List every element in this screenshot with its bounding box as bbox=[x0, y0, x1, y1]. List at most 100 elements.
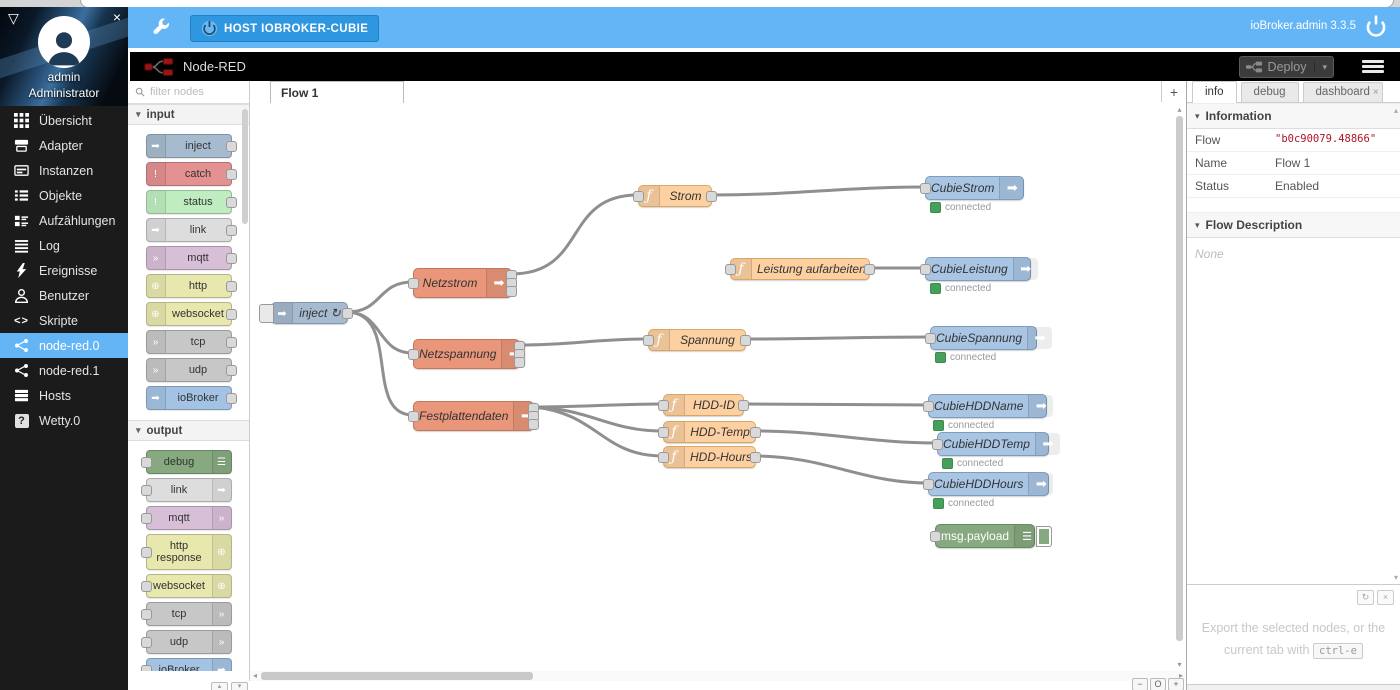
output-port[interactable] bbox=[225, 169, 237, 180]
output-port[interactable] bbox=[225, 393, 237, 404]
input-port[interactable] bbox=[932, 439, 943, 450]
input-port[interactable] bbox=[658, 400, 669, 411]
palette-scroll-down-button[interactable]: ▾ bbox=[231, 682, 248, 690]
sidebar-item-ereignisse[interactable]: Ereignisse bbox=[0, 258, 128, 283]
tab-debug[interactable]: debug bbox=[1240, 82, 1299, 102]
palette-node-inject[interactable]: ➡inject bbox=[145, 134, 237, 158]
input-port[interactable] bbox=[408, 411, 419, 422]
palette-node-mqtt-in[interactable]: »mqtt bbox=[145, 246, 237, 270]
output-port[interactable] bbox=[342, 308, 353, 319]
output-port[interactable] bbox=[864, 264, 875, 275]
palette-node-http-response[interactable]: ⊕http response bbox=[140, 534, 232, 570]
flow-node-leistung-aufarbeiten[interactable]: ƒ Leistung aufarbeiten bbox=[725, 258, 875, 280]
input-port[interactable] bbox=[920, 183, 931, 194]
output-port-3[interactable] bbox=[506, 286, 517, 297]
input-port[interactable] bbox=[140, 485, 152, 496]
input-port[interactable] bbox=[658, 427, 669, 438]
input-port[interactable] bbox=[920, 264, 931, 275]
zoom-reset-button[interactable]: O bbox=[1150, 678, 1166, 690]
palette-scroll-up-button[interactable]: ▴ bbox=[211, 682, 228, 690]
section-information[interactable]: ▾Information bbox=[1187, 103, 1400, 129]
input-port[interactable] bbox=[140, 665, 152, 671]
close-icon[interactable]: × bbox=[1377, 590, 1394, 605]
input-port[interactable] bbox=[643, 335, 654, 346]
palette-node-websocket-out[interactable]: ⊕websocket bbox=[140, 574, 232, 598]
flow-node-cubieleistung[interactable]: CubieLeistung ➡ connected bbox=[920, 257, 1038, 294]
sidebar-item-adapter[interactable]: Adapter bbox=[0, 133, 128, 158]
output-port[interactable] bbox=[706, 191, 717, 202]
input-port[interactable] bbox=[140, 457, 152, 468]
flow-node-strom[interactable]: ƒ Strom bbox=[633, 185, 717, 207]
flow-canvas[interactable]: ➡ inject ↻ Netzstrom ➡ Netzspannung ➡ Fe… bbox=[250, 103, 1186, 671]
palette-scrollbar[interactable] bbox=[242, 109, 248, 224]
input-port[interactable] bbox=[140, 609, 152, 620]
close-tab-icon[interactable]: × bbox=[1372, 87, 1379, 98]
add-flow-button[interactable]: + bbox=[1161, 81, 1186, 102]
output-port-3[interactable] bbox=[514, 357, 525, 368]
scroll-right-icon[interactable]: ▸ bbox=[1178, 671, 1183, 680]
palette-node-link-out[interactable]: ➡link bbox=[140, 478, 232, 502]
sidebar-item-instanzen[interactable]: Instanzen bbox=[0, 158, 128, 183]
flow-node-cubiespannung[interactable]: CubieSpannung ➡ connected bbox=[925, 326, 1053, 363]
sidebar-item-uebersicht[interactable]: Übersicht bbox=[0, 108, 128, 133]
output-port[interactable] bbox=[225, 141, 237, 152]
input-port[interactable] bbox=[658, 452, 669, 463]
output-port[interactable] bbox=[750, 427, 761, 438]
flow-node-festplattendaten[interactable]: Festplattendaten ➡ bbox=[408, 401, 539, 431]
flow-node-cubiestrom[interactable]: CubieStrom ➡ connected bbox=[920, 176, 1025, 213]
input-port[interactable] bbox=[930, 531, 941, 542]
palette-node-status[interactable]: !status bbox=[145, 190, 237, 214]
scroll-down-icon[interactable]: ▾ bbox=[1393, 573, 1398, 582]
palette-node-mqtt-out[interactable]: »mqtt bbox=[140, 506, 232, 530]
palette-category-output[interactable]: ▾output bbox=[128, 420, 249, 441]
palette-node-websocket-in[interactable]: ⊕websocket bbox=[145, 302, 237, 326]
input-port[interactable] bbox=[140, 637, 152, 648]
palette-category-input[interactable]: ▾input bbox=[128, 104, 249, 125]
sidebar-item-hosts[interactable]: Hosts bbox=[0, 383, 128, 408]
input-port[interactable] bbox=[923, 479, 934, 490]
input-port[interactable] bbox=[925, 333, 936, 344]
deploy-button[interactable]: Deploy ▾ bbox=[1238, 56, 1334, 78]
palette-node-http-in[interactable]: ⊕http bbox=[145, 274, 237, 298]
flow-node-cubiehddname[interactable]: CubieHDDName ➡ connected bbox=[923, 394, 1054, 431]
filter-nodes-input[interactable] bbox=[148, 83, 244, 101]
scroll-left-icon[interactable]: ◂ bbox=[252, 671, 257, 680]
canvas-vertical-scrollbar[interactable]: ▴ ▾ bbox=[1175, 105, 1184, 669]
input-port[interactable] bbox=[408, 349, 419, 360]
sidebar-item-wetty[interactable]: ? Wetty.0 bbox=[0, 408, 128, 433]
output-port[interactable] bbox=[225, 281, 237, 292]
zoom-out-button[interactable]: − bbox=[1132, 678, 1148, 690]
flow-node-hdd-hours[interactable]: ƒ HDD-Hours bbox=[658, 446, 761, 468]
sidebar-item-node-red-1[interactable]: node-red.1 bbox=[0, 358, 128, 383]
output-port[interactable] bbox=[225, 253, 237, 264]
output-port[interactable] bbox=[225, 225, 237, 236]
menu-hamburger-icon[interactable] bbox=[1362, 60, 1384, 76]
input-port[interactable] bbox=[725, 264, 736, 275]
palette-node-catch[interactable]: !catch bbox=[145, 162, 237, 186]
sidebar-item-node-red-0[interactable]: node-red.0 bbox=[0, 333, 128, 358]
output-port[interactable] bbox=[750, 452, 761, 463]
output-port[interactable] bbox=[225, 365, 237, 376]
scroll-up-icon[interactable]: ▴ bbox=[1177, 105, 1182, 114]
tab-info[interactable]: info bbox=[1192, 81, 1237, 103]
flow-node-spannung[interactable]: ƒ Spannung bbox=[643, 329, 751, 351]
debug-toggle-button[interactable] bbox=[1036, 526, 1052, 547]
palette-node-iobroker-out[interactable]: ➡ioBroker bbox=[140, 658, 232, 671]
scroll-up-icon[interactable]: ▴ bbox=[1393, 106, 1398, 115]
section-flow-description[interactable]: ▾Flow Description bbox=[1187, 212, 1400, 238]
palette-node-iobroker-in[interactable]: ➡ioBroker bbox=[145, 386, 237, 410]
scroll-down-icon[interactable]: ▾ bbox=[1177, 660, 1182, 669]
flow-node-inject[interactable]: ➡ inject ↻ bbox=[259, 302, 353, 324]
sidebar-item-skripte[interactable]: <> Skripte bbox=[0, 308, 128, 333]
output-port[interactable] bbox=[740, 335, 751, 346]
wrench-icon[interactable] bbox=[152, 18, 170, 41]
flow-node-cubiehddhours[interactable]: CubieHDDHours ➡ connected bbox=[923, 472, 1054, 509]
canvas-horizontal-scrollbar[interactable]: ◂ ▸ bbox=[250, 671, 1186, 681]
flow-node-cubiehddtemp[interactable]: CubieHDDTemp ➡ connected bbox=[932, 432, 1060, 469]
iobroker-logo-icon[interactable] bbox=[1364, 15, 1388, 44]
input-port[interactable] bbox=[923, 401, 934, 412]
output-port[interactable] bbox=[738, 400, 749, 411]
palette-node-udp-out[interactable]: »udp bbox=[140, 630, 232, 654]
output-port[interactable] bbox=[225, 337, 237, 348]
refresh-icon[interactable]: ↻ bbox=[1357, 590, 1374, 605]
